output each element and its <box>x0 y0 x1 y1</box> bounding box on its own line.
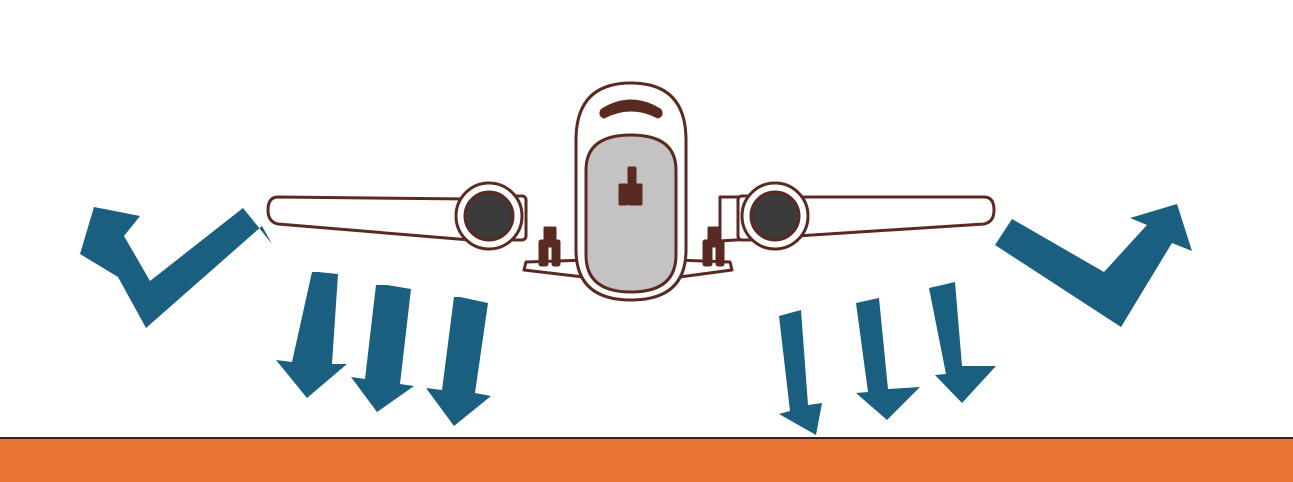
left-wingtip-vortex-icon <box>80 207 272 328</box>
ground-surface <box>0 438 1293 482</box>
wingtip-vortex-group <box>80 204 1192 328</box>
left-engine <box>454 181 528 251</box>
right-wingtip-vortex-icon <box>995 204 1192 327</box>
downwash-arrow-group <box>276 272 996 435</box>
downwash-arrow-icon-right-1 <box>779 310 822 435</box>
airplane-front-icon <box>266 81 996 302</box>
downwash-arrow-icon-right-3 <box>929 282 996 403</box>
left-wing <box>266 195 472 242</box>
right-landing-gear <box>702 226 725 267</box>
left-landing-gear <box>538 226 561 267</box>
downwash-arrow-icon-right-2 <box>856 298 920 420</box>
fuselage-underside <box>584 133 678 294</box>
right-engine <box>736 181 810 251</box>
tail-fin <box>618 166 643 206</box>
downwash-arrow-icon-left-2 <box>351 285 414 412</box>
downwash-arrow-icon-left-3 <box>426 297 491 426</box>
downwash-arrow-icon-left-1 <box>276 272 347 398</box>
cockpit-windshield <box>599 99 663 119</box>
